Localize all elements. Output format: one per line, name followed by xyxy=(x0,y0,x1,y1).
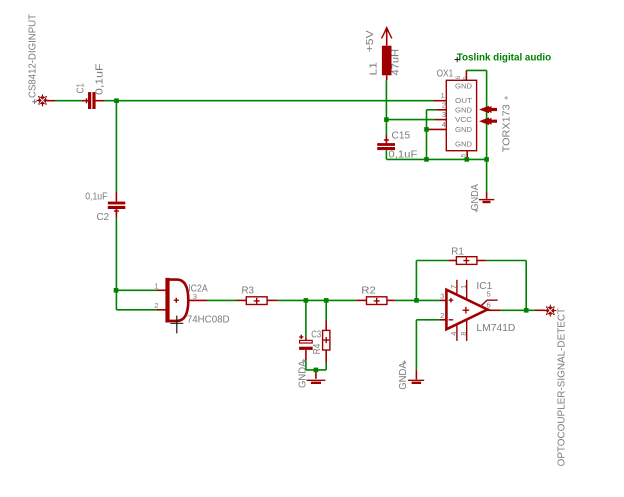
svg-text:C3: C3 xyxy=(311,330,321,341)
svg-text:47uH: 47uH xyxy=(391,49,402,76)
svg-text:3: 3 xyxy=(442,110,446,119)
svg-text:R4: R4 xyxy=(312,343,323,354)
svg-text:4: 4 xyxy=(449,332,458,336)
svg-text:L1: L1 xyxy=(369,61,380,75)
svg-text:0,1uF: 0,1uF xyxy=(95,64,106,96)
svg-text:TORX173: TORX173 xyxy=(502,104,513,152)
svg-text:5: 5 xyxy=(487,290,491,299)
svg-text:GND: GND xyxy=(455,81,473,90)
svg-text:Toslink digital audio: Toslink digital audio xyxy=(457,53,552,64)
svg-text:8: 8 xyxy=(459,332,468,336)
svg-text:GNDA: GNDA xyxy=(470,184,481,211)
svg-text:1: 1 xyxy=(459,285,468,289)
svg-text:GNDA: GNDA xyxy=(398,362,409,390)
svg-text:2: 2 xyxy=(442,100,446,109)
svg-text:C15: C15 xyxy=(392,130,411,141)
svg-text:IC1: IC1 xyxy=(476,281,492,292)
svg-text:2: 2 xyxy=(154,301,158,310)
svg-text:R3: R3 xyxy=(242,286,255,297)
svg-text:R2: R2 xyxy=(361,286,376,297)
svg-text:+5V: +5V xyxy=(365,30,376,52)
svg-text:LM741D: LM741D xyxy=(476,323,515,334)
svg-text:C1: C1 xyxy=(76,83,87,94)
svg-text:6: 6 xyxy=(487,300,491,309)
svg-text:7: 7 xyxy=(449,285,458,289)
svg-text:1: 1 xyxy=(154,281,158,290)
svg-text:C2: C2 xyxy=(97,212,110,223)
svg-text:GND: GND xyxy=(455,105,473,114)
svg-text:R1: R1 xyxy=(451,246,464,257)
svg-text:o: o xyxy=(462,77,468,80)
svg-text:5: 5 xyxy=(460,153,467,157)
svg-text:GND: GND xyxy=(455,125,473,134)
svg-text:OPTOCOUPLER-SIGNAL-DETECT: OPTOCOUPLER-SIGNAL-DETECT xyxy=(557,308,568,467)
svg-text:3: 3 xyxy=(440,292,444,301)
svg-text:0,1uF: 0,1uF xyxy=(85,191,107,202)
svg-text:GNDA: GNDA xyxy=(298,360,309,388)
svg-text:1: 1 xyxy=(440,91,444,100)
svg-text:3: 3 xyxy=(193,292,197,301)
svg-text:VCC: VCC xyxy=(455,115,473,124)
svg-text:4: 4 xyxy=(442,120,446,129)
svg-text:OX1: OX1 xyxy=(437,69,454,80)
svg-text:74HC08D: 74HC08D xyxy=(187,314,230,325)
svg-text:GND: GND xyxy=(455,140,473,149)
svg-text:CS8412-DIGINPUT: CS8412-DIGINPUT xyxy=(28,14,39,98)
svg-text:6: 6 xyxy=(455,75,462,79)
svg-text:0,1uF: 0,1uF xyxy=(388,150,417,161)
svg-text:2: 2 xyxy=(440,311,444,320)
svg-text:OUT: OUT xyxy=(455,96,472,105)
svg-text:IC2A: IC2A xyxy=(188,283,208,294)
